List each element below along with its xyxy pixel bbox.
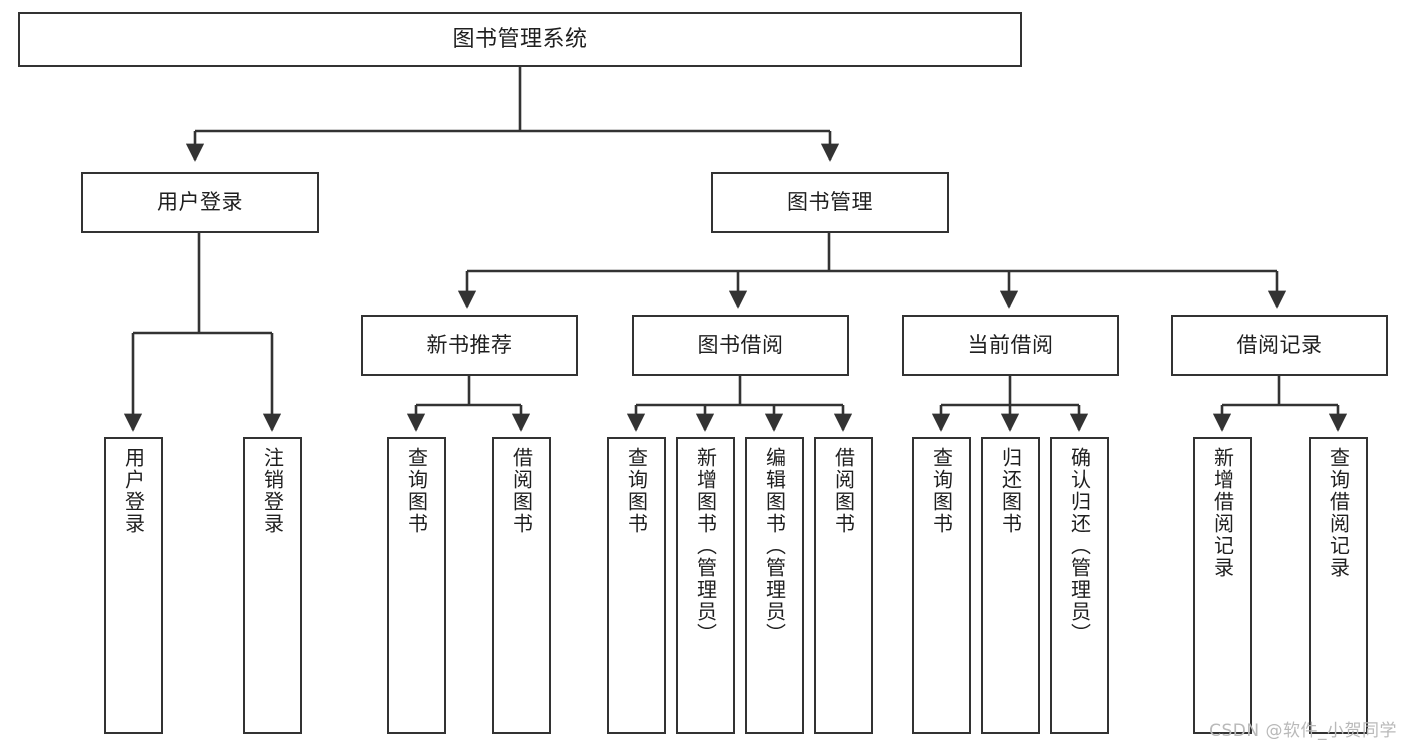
leaf-query-book-borrow[interactable]: 查询图书 (607, 437, 666, 734)
node-label: 图书管理系统 (452, 26, 588, 52)
leaf-return-book[interactable]: 归还图书 (981, 437, 1040, 734)
node-label: 新增借阅记录 (1210, 447, 1235, 579)
leaf-query-book-current[interactable]: 查询图书 (912, 437, 971, 734)
node-label: 新书推荐 (426, 333, 513, 358)
node-book-management[interactable]: 图书管理 (711, 172, 949, 233)
leaf-add-borrow-record[interactable]: 新增借阅记录 (1193, 437, 1252, 734)
node-label: 查询图书 (404, 447, 429, 535)
node-label: 查询图书 (929, 447, 954, 535)
leaf-add-book-admin[interactable]: 新增图书（管理员） (676, 437, 735, 734)
node-label: 用户登录 (157, 190, 243, 215)
node-label: 查询借阅记录 (1326, 447, 1351, 579)
node-label: 编辑图书（管理员） (762, 447, 787, 645)
node-label: 借阅图书 (509, 447, 534, 535)
node-book-borrow[interactable]: 图书借阅 (632, 315, 849, 376)
node-label: 用户登录 (121, 447, 146, 535)
node-user-login[interactable]: 用户登录 (81, 172, 319, 233)
leaf-borrow-book[interactable]: 借阅图书 (814, 437, 873, 734)
leaf-query-borrow-record[interactable]: 查询借阅记录 (1309, 437, 1368, 734)
node-label: 当前借阅 (967, 333, 1054, 358)
node-label: 图书管理 (787, 190, 873, 215)
node-label: 确认归还（管理员） (1067, 447, 1092, 645)
node-borrow-records[interactable]: 借阅记录 (1171, 315, 1388, 376)
leaf-query-book-new[interactable]: 查询图书 (387, 437, 446, 734)
leaf-user-login[interactable]: 用户登录 (104, 437, 163, 734)
node-label: 查询图书 (624, 447, 649, 535)
leaf-confirm-return-admin[interactable]: 确认归还（管理员） (1050, 437, 1109, 734)
node-label: 归还图书 (998, 447, 1023, 535)
node-label: 图书借阅 (697, 333, 784, 358)
node-label: 借阅图书 (831, 447, 856, 535)
leaf-edit-book-admin[interactable]: 编辑图书（管理员） (745, 437, 804, 734)
node-root-system[interactable]: 图书管理系统 (18, 12, 1022, 67)
leaf-borrow-book-new[interactable]: 借阅图书 (492, 437, 551, 734)
node-label: 注销登录 (260, 447, 285, 535)
leaf-logout[interactable]: 注销登录 (243, 437, 302, 734)
node-current-borrow[interactable]: 当前借阅 (902, 315, 1119, 376)
node-label: 新增图书（管理员） (693, 447, 718, 645)
node-new-book-recommend[interactable]: 新书推荐 (361, 315, 578, 376)
csdn-watermark: CSDN @软件_小贺同学 (1209, 721, 1397, 741)
node-label: 借阅记录 (1236, 333, 1323, 358)
